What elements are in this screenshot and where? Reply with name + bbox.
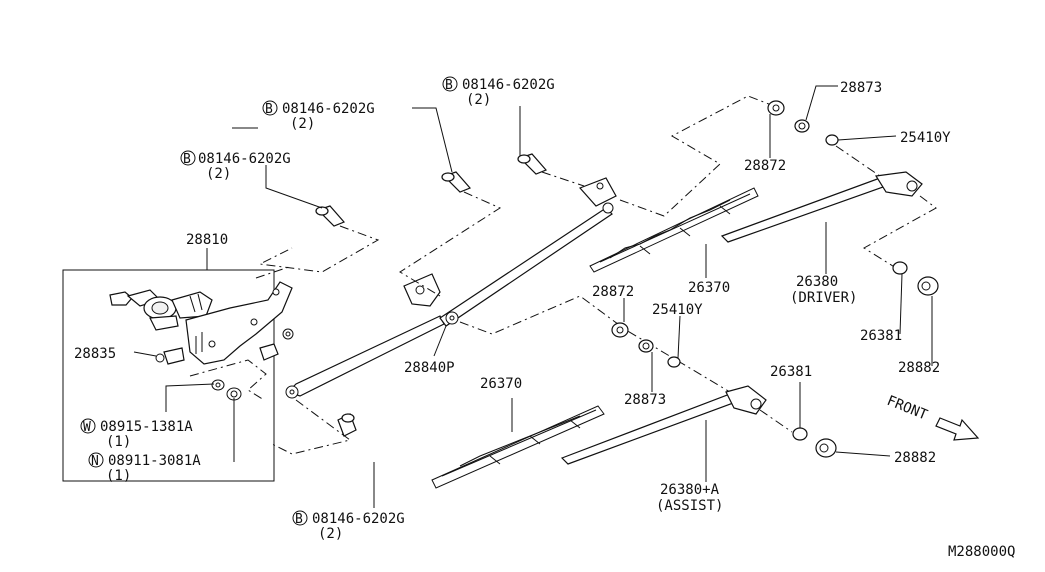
nut-25410y-top-drawing xyxy=(825,134,839,146)
bolt-quantity: (2) xyxy=(290,116,315,132)
label-28882-lower: 28882 xyxy=(894,450,936,466)
cap-26381-right-drawing xyxy=(892,261,908,275)
label-28840p: 28840P xyxy=(404,360,455,376)
bolt-callout-3: B 08146-6202G (2) xyxy=(442,76,555,108)
bolt-callout-2: B 08146-6202G (2) xyxy=(262,100,375,132)
cap-28882-lower-drawing xyxy=(815,438,837,458)
bolt-drawing-3 xyxy=(517,153,548,175)
nut-prefix-circle xyxy=(88,452,104,468)
label-26370-driver: 26370 xyxy=(688,280,730,296)
leader-lines xyxy=(133,85,933,508)
nut-callout: N 08911-3081A (1) xyxy=(88,452,201,484)
bolt-prefix-circle xyxy=(180,150,196,166)
bolt-callout-4: B 08146-6202G (2) xyxy=(292,510,405,542)
bolt-part-number: 08146-6202G xyxy=(198,151,291,167)
label-28882-right: 28882 xyxy=(898,360,940,376)
wiper-motor-drawing xyxy=(109,289,213,331)
label-28810: 28810 xyxy=(186,232,228,248)
motor-bracket-drawing xyxy=(155,281,294,365)
label-26380a-assist-note: (ASSIST) xyxy=(656,498,723,514)
label-26370-assist: 26370 xyxy=(480,376,522,392)
arm-assist-drawing xyxy=(560,385,767,465)
washer-drawing xyxy=(211,379,225,391)
label-25410y-mid: 25410Y xyxy=(652,302,703,318)
label-28835: 28835 xyxy=(74,346,116,362)
nut-25410y-mid-drawing xyxy=(667,356,681,368)
front-arrow-icon xyxy=(935,417,980,441)
label-26380-driver-note: (DRIVER) xyxy=(790,290,857,306)
nut-prefix: N xyxy=(91,454,99,469)
nut-28873-top-drawing xyxy=(794,119,810,133)
motor-assembly-group xyxy=(62,248,294,482)
bolt-drawing-1 xyxy=(315,205,346,227)
bolt-prefix-circle xyxy=(292,510,308,526)
bolt-prefix: B xyxy=(295,512,303,527)
label-25410y-top: 25410Y xyxy=(900,130,951,146)
washer-part-number: 08915-1381A xyxy=(100,419,193,435)
washer-callout: W 08915-1381A (1) xyxy=(80,418,193,450)
cap-26381-lower-drawing xyxy=(792,427,808,441)
bolt-drawing-2 xyxy=(441,171,472,193)
arm-driver-drawing xyxy=(720,171,923,243)
washer-quantity: (1) xyxy=(106,434,131,450)
bolt-drawing-4 xyxy=(337,413,357,437)
nut-quantity: (1) xyxy=(106,468,131,484)
label-26381-right: 26381 xyxy=(860,328,902,344)
cap-28882-right-drawing xyxy=(917,276,939,296)
washer-prefix: W xyxy=(83,420,91,435)
bolt-quantity: (2) xyxy=(206,166,231,182)
diagram-code: M288000Q xyxy=(948,544,1015,560)
blade-assist-drawing xyxy=(431,405,605,489)
bolt-part-number: 08146-6202G xyxy=(282,101,375,117)
label-26380: 26380 xyxy=(796,274,838,290)
front-direction-indicator: FRONT xyxy=(885,393,980,441)
bush-28872-mid-drawing xyxy=(611,322,629,338)
label-26380a: 26380+A xyxy=(660,482,720,498)
bolt-part-number: 08146-6202G xyxy=(462,77,555,93)
bolt-prefix-circle xyxy=(262,100,278,116)
bolt-prefix-circle xyxy=(442,76,458,92)
motor-assembly-frame xyxy=(62,269,275,482)
label-28872-top: 28872 xyxy=(744,158,786,174)
blade-driver-drawing xyxy=(589,187,759,273)
bolt-prefix: B xyxy=(183,152,191,167)
front-label: FRONT xyxy=(885,393,931,424)
wiper-linkage-drawing xyxy=(285,177,617,399)
bolt-quantity: (2) xyxy=(466,92,491,108)
label-28873-top: 28873 xyxy=(840,80,882,96)
label-26381-lower: 26381 xyxy=(770,364,812,380)
bolt-part-number: 08146-6202G xyxy=(312,511,405,527)
nut-28873-mid-drawing xyxy=(638,339,654,353)
bolt-quantity: (2) xyxy=(318,526,343,542)
washer-prefix-circle xyxy=(80,418,96,434)
label-28872-mid: 28872 xyxy=(592,284,634,300)
bolt-prefix: B xyxy=(445,78,453,93)
bush-28872-top-drawing xyxy=(767,100,785,116)
bolt-prefix: B xyxy=(265,102,273,117)
bolt-callout-1: B 08146-6202G (2) xyxy=(180,150,291,182)
nut-part-number: 08911-3081A xyxy=(108,453,201,469)
label-28873-mid: 28873 xyxy=(624,392,666,408)
